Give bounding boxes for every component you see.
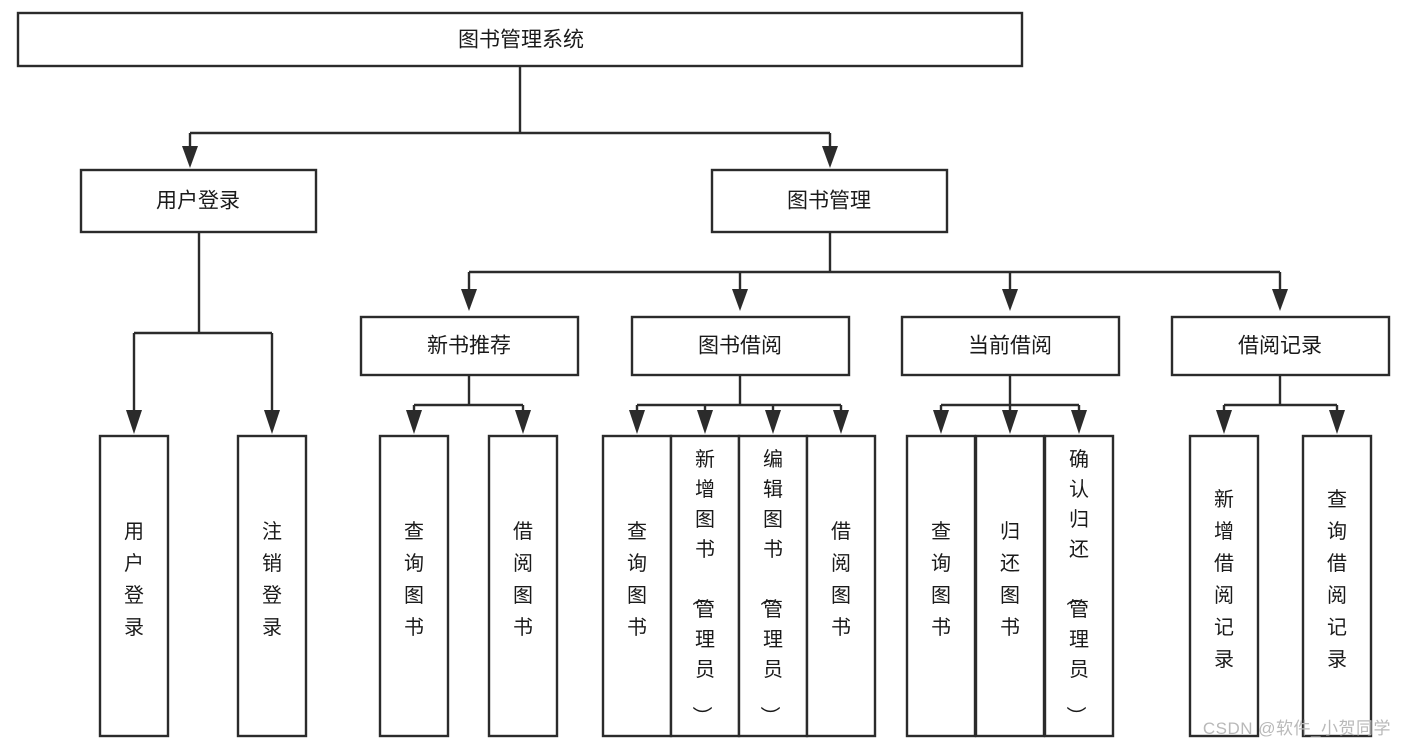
node-borrow-record-label: 借阅记录 [1238, 335, 1322, 358]
node-root[interactable]: 图书管理系统 [16, 11, 1024, 68]
node-leaf-borrow-book-1[interactable]: 借阅图书 [487, 434, 559, 738]
node-current-borrow-box[interactable] [900, 315, 1121, 377]
node-leaf-return-book-label: 归还图书 [1000, 520, 1020, 639]
arrow-head-leaf-borrow-book-2 [833, 410, 849, 434]
node-book-borrow-box[interactable] [630, 315, 851, 377]
arrow-head-book-borrow [732, 289, 748, 311]
node-borrow-record-box[interactable] [1170, 315, 1391, 377]
node-root-box[interactable] [16, 11, 1024, 68]
node-new-book-recommend[interactable]: 新书推荐 [359, 315, 580, 377]
connector-layer [126, 66, 1345, 434]
node-leaf-borrow-book-2-box[interactable] [805, 434, 877, 738]
arrow-head-borrow-record [1272, 289, 1288, 311]
node-user-login-box[interactable] [79, 168, 318, 234]
node-leaf-add-record[interactable]: 新增借阅记录 [1188, 434, 1260, 738]
node-new-book-recommend-box[interactable] [359, 315, 580, 377]
node-leaf-add-record-box[interactable] [1188, 434, 1260, 738]
node-leaf-query-book-3-box[interactable] [905, 434, 977, 738]
node-leaf-return-book-box[interactable] [974, 434, 1046, 738]
node-leaf-return-book[interactable]: 归还图书 [974, 434, 1046, 738]
node-book-management-label: 图书管理 [787, 190, 871, 213]
node-leaf-query-book-2[interactable]: 查询图书 [601, 434, 673, 738]
arrow-head-leaf-query-record [1329, 410, 1345, 434]
node-leaf-user-login-label: 用户登录 [124, 521, 144, 639]
node-leaf-borrow-book-1-label: 借阅图书 [513, 520, 533, 639]
node-leaf-logout[interactable]: 注销登录 [236, 434, 308, 738]
node-book-borrow[interactable]: 图书借阅 [630, 315, 851, 377]
arrow-head-leaf-query-book-1 [406, 410, 422, 434]
node-leaf-borrow-book-1-box[interactable] [487, 434, 559, 738]
node-leaf-query-book-3[interactable]: 查询图书 [905, 434, 977, 738]
arrow-head-leaf-edit-book [765, 410, 781, 434]
arrow-head-leaf-query-book-2 [629, 410, 645, 434]
node-leaf-borrow-book-2-label: 借阅图书 [831, 520, 851, 639]
node-user-login-label: 用户登录 [156, 190, 240, 213]
node-leaf-edit-book-label: 编辑图书（管理员） [758, 448, 783, 726]
arrow-head-leaf-confirm-return [1071, 410, 1087, 434]
node-borrow-record[interactable]: 借阅记录 [1170, 315, 1391, 377]
node-current-borrow[interactable]: 当前借阅 [900, 315, 1121, 377]
node-leaf-borrow-book-2[interactable]: 借阅图书 [805, 434, 877, 738]
node-leaf-query-book-3-label: 查询图书 [931, 520, 951, 639]
node-leaf-edit-book[interactable]: 编辑图书（管理员） [737, 434, 809, 738]
arrow-head-leaf-logout [264, 410, 280, 434]
node-leaf-add-book-label: 新增图书（管理员） [690, 448, 715, 726]
node-leaf-query-book-1-box[interactable] [378, 434, 450, 738]
arrow-head-new-book-recommend [461, 289, 477, 311]
node-leaf-query-record-label: 查询借阅记录 [1327, 488, 1347, 671]
node-leaf-query-record-box[interactable] [1301, 434, 1373, 738]
arrow-head-leaf-user-login [126, 410, 142, 434]
arrow-head-current-borrow [1002, 289, 1018, 311]
node-leaf-add-book-box[interactable] [669, 434, 741, 738]
arrow-head-leaf-query-book-3 [933, 410, 949, 434]
leaf-node-layer: 用户登录 注销登录 查询图书 借阅图书 查询图书 新增图书（管理员） 编辑图书（管理员） 借阅… [98, 434, 1373, 738]
arrow-head-leaf-return-book [1002, 410, 1018, 434]
node-leaf-confirm-return-label: 确认归还（管理员） [1064, 448, 1089, 726]
node-leaf-query-book-1-label: 查询图书 [404, 520, 424, 639]
node-leaf-query-book-2-label: 查询图书 [627, 520, 647, 639]
node-leaf-add-record-label: 新增借阅记录 [1214, 488, 1234, 671]
node-book-management[interactable]: 图书管理 [710, 168, 949, 234]
node-user-login[interactable]: 用户登录 [79, 168, 318, 234]
arrow-head-leaf-add-record [1216, 410, 1232, 434]
node-new-book-recommend-label: 新书推荐 [427, 335, 511, 358]
node-book-management-box[interactable] [710, 168, 949, 234]
arrow-head-leaf-borrow-book-1 [515, 410, 531, 434]
node-leaf-edit-book-box[interactable] [737, 434, 809, 738]
node-current-borrow-label: 当前借阅 [968, 335, 1052, 358]
node-leaf-user-login-box[interactable] [98, 434, 170, 738]
node-leaf-user-login[interactable]: 用户登录 [98, 434, 170, 738]
node-leaf-query-record[interactable]: 查询借阅记录 [1301, 434, 1373, 738]
node-book-borrow-label: 图书借阅 [698, 335, 782, 358]
node-leaf-logout-box[interactable] [236, 434, 308, 738]
node-leaf-logout-label: 注销登录 [262, 520, 282, 639]
arrow-head-user-login [182, 146, 198, 168]
arrow-head-book-management [822, 146, 838, 168]
node-leaf-query-book-1[interactable]: 查询图书 [378, 434, 450, 738]
node-root-label: 图书管理系统 [458, 29, 584, 52]
node-leaf-add-book[interactable]: 新增图书（管理员） [669, 434, 741, 738]
node-leaf-confirm-return[interactable]: 确认归还（管理员） [1043, 434, 1115, 738]
arrow-head-leaf-add-book [697, 410, 713, 434]
node-leaf-confirm-return-box[interactable] [1043, 434, 1115, 738]
